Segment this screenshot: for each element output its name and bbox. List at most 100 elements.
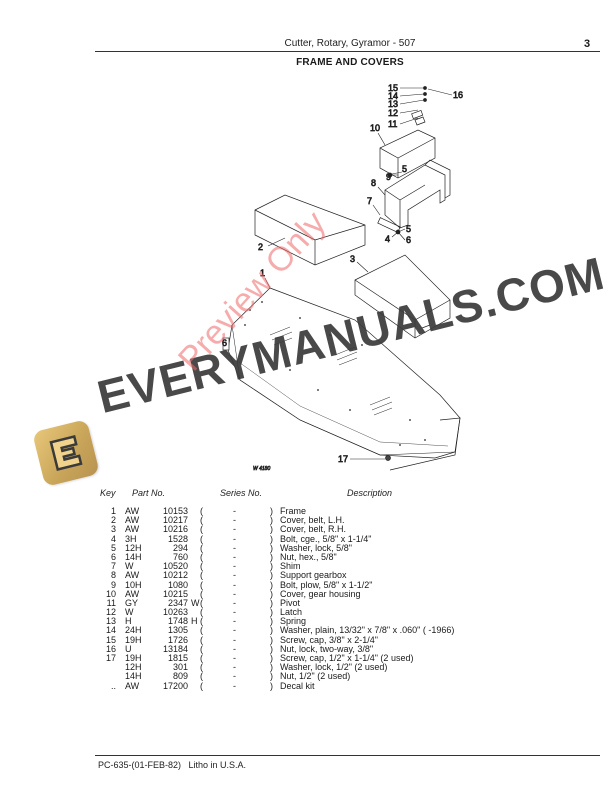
series-open: ( bbox=[200, 625, 203, 636]
series-open: ( bbox=[200, 551, 203, 562]
part-prefix: H bbox=[125, 616, 132, 627]
series-open: ( bbox=[200, 579, 203, 590]
part-number: 1080 bbox=[167, 579, 188, 590]
part-prefix: U bbox=[125, 643, 132, 654]
key: 11 bbox=[106, 597, 116, 608]
series-close: ) bbox=[270, 616, 273, 627]
series-open: ( bbox=[200, 570, 203, 581]
description: Washer, plain, 13/32" x 7/8" x .060" ( -… bbox=[280, 625, 455, 636]
part-prefix: 3H bbox=[125, 533, 137, 544]
series-open: ( bbox=[200, 671, 203, 682]
description: Nut, 1/2" (2 used) bbox=[280, 671, 351, 682]
part-number: 10212 bbox=[162, 570, 188, 581]
description: Cover, gear housing bbox=[280, 588, 361, 599]
series-no: - bbox=[233, 671, 236, 682]
series-open: ( bbox=[200, 597, 203, 608]
figure-label: W 4180 bbox=[253, 466, 270, 472]
series-no: - bbox=[233, 653, 236, 663]
key: 15 bbox=[105, 634, 116, 645]
part-prefix: AW bbox=[125, 506, 140, 516]
part-number: 10215 bbox=[162, 588, 188, 599]
key: 9 bbox=[110, 579, 116, 590]
section-title: FRAME AND COVERS bbox=[296, 57, 404, 68]
key: 1 bbox=[110, 506, 116, 516]
series-no: - bbox=[233, 625, 236, 636]
series-open: ( bbox=[200, 634, 203, 645]
callout-8: 8 bbox=[371, 178, 376, 188]
key: 13 bbox=[105, 616, 116, 627]
column-header-part-no: Part No. bbox=[132, 488, 166, 498]
series-open: ( bbox=[200, 561, 203, 572]
part-prefix: 19H bbox=[125, 634, 142, 645]
part-prefix: W bbox=[125, 561, 134, 572]
callout-1: 1 bbox=[260, 268, 265, 278]
series-no: - bbox=[233, 551, 236, 562]
part-number: 10217 bbox=[162, 515, 188, 526]
part-prefix: 14H bbox=[125, 671, 142, 682]
description: Support gearbox bbox=[280, 570, 347, 581]
series-no: - bbox=[233, 506, 236, 516]
part-prefix: AW bbox=[125, 515, 140, 526]
series-close: ) bbox=[270, 542, 273, 553]
series-no: - bbox=[233, 515, 236, 526]
key: 10 bbox=[105, 588, 116, 599]
part-prefix: 19H bbox=[125, 653, 142, 663]
series-close: ) bbox=[270, 643, 273, 654]
belt-cover-lh bbox=[254, 194, 366, 266]
part-number: 10216 bbox=[162, 524, 188, 535]
key: 5 bbox=[110, 542, 116, 553]
frame-part bbox=[222, 287, 461, 471]
series-close: ) bbox=[270, 533, 273, 544]
callout-6b: 6 bbox=[222, 338, 227, 348]
key: 14 bbox=[105, 625, 116, 636]
series-open: ( bbox=[200, 616, 203, 627]
description: Washer, lock, 1/2" (2 used) bbox=[280, 662, 388, 673]
part-prefix: GY bbox=[125, 597, 139, 608]
series-no: - bbox=[233, 588, 236, 599]
description: Bolt, plow, 5/8" x 1-1/2" bbox=[280, 579, 373, 590]
series-close: ) bbox=[270, 680, 273, 691]
part-prefix: W bbox=[125, 607, 134, 618]
series-no: - bbox=[233, 524, 236, 535]
series-open: ( bbox=[200, 680, 203, 691]
series-close: ) bbox=[270, 570, 273, 581]
part-prefix: AW bbox=[125, 570, 140, 581]
series-open: ( bbox=[200, 524, 203, 535]
key: .. bbox=[110, 680, 116, 691]
series-no: - bbox=[233, 643, 236, 654]
belt-cover-rh bbox=[354, 254, 451, 339]
callout-5a: 5 bbox=[406, 224, 411, 234]
key: 8 bbox=[110, 570, 116, 581]
series-open: ( bbox=[200, 643, 203, 654]
series-close: ) bbox=[270, 551, 273, 562]
series-close: ) bbox=[270, 515, 273, 526]
series-close: ) bbox=[270, 561, 273, 572]
column-header-series-no: Series No. bbox=[220, 488, 263, 498]
series-close: ) bbox=[270, 634, 273, 645]
exploded-parts-diagram: 1 2 3 4 5 5 6 7 8 9 10 11 12 13 14 15 16… bbox=[222, 83, 464, 473]
header-divider bbox=[95, 51, 600, 52]
series-open: ( bbox=[200, 588, 203, 599]
series-no: - bbox=[233, 542, 236, 553]
key: 17 bbox=[105, 653, 116, 663]
callout-5b: 5 bbox=[402, 164, 407, 174]
key: 3 bbox=[110, 524, 116, 535]
callout-13: 13 bbox=[388, 99, 398, 109]
support-gearbox bbox=[384, 159, 451, 229]
description: Frame bbox=[280, 506, 307, 516]
part-prefix: 10H bbox=[125, 579, 142, 590]
part-prefix: 24H bbox=[125, 625, 142, 636]
part-prefix: AW bbox=[125, 588, 140, 599]
